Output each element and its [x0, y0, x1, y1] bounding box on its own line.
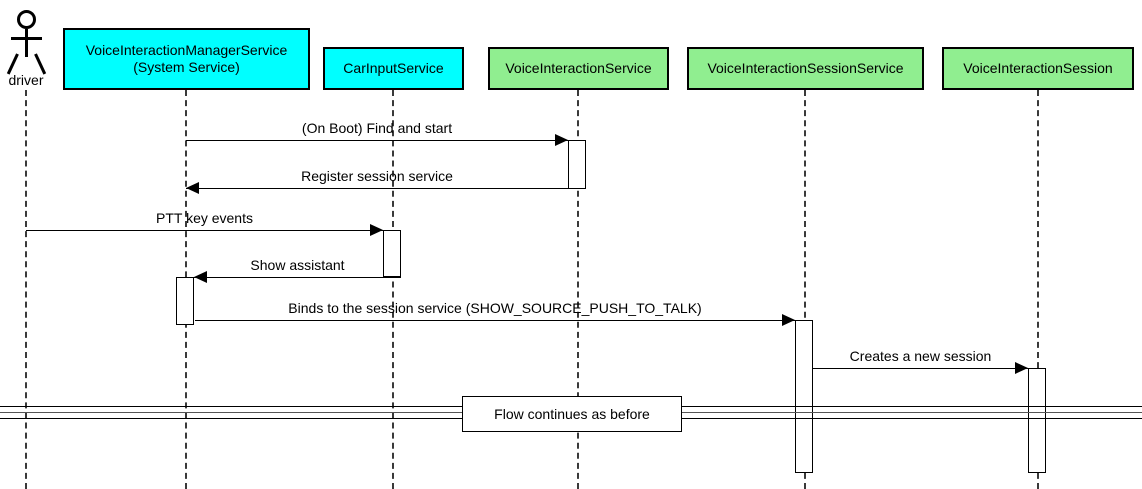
delay-note-label: Flow continues as before: [494, 406, 650, 422]
lifeline-vsess: [1037, 90, 1039, 489]
message-line-on-boot-find-and-start: [186, 140, 568, 141]
participant-carinputservice[interactable]: CarInputService: [323, 47, 464, 90]
message-line-ptt-key-events: [26, 230, 383, 231]
activation-cis: [383, 230, 401, 277]
lifeline-driver: [25, 90, 27, 489]
actor-head-icon: [17, 10, 36, 29]
message-label-ptt-key-events: PTT key events: [155, 210, 253, 226]
arrow-head-ptt-key-events: [370, 224, 383, 236]
participant-label: VoiceInteractionManagerService (System S…: [85, 42, 288, 75]
participant-label: VoiceInteractionSessionService: [707, 60, 904, 76]
activation-vis: [568, 140, 586, 189]
participant-voiceinteractionsessionservice[interactable]: VoiceInteractionSessionService: [687, 47, 924, 90]
lifeline-vis: [577, 90, 579, 489]
message-line-show-assistant: [194, 277, 401, 278]
participant-voiceinteractionservice[interactable]: VoiceInteractionService: [488, 47, 669, 90]
delay-note-box: Flow continues as before: [462, 396, 682, 432]
activation-viss: [795, 320, 813, 473]
participant-label: VoiceInteractionSession: [963, 60, 1113, 76]
message-line-creates-a-new-session: [813, 368, 1028, 369]
message-label-on-boot-find-and-start: (On Boot) Find and start: [301, 120, 453, 136]
arrow-head-on-boot-find-and-start: [555, 134, 568, 146]
activation-vims: [176, 277, 194, 325]
participant-label: CarInputService: [343, 60, 444, 76]
message-label-register-session-service: Register session service: [301, 168, 453, 184]
actor-body-icon: [25, 29, 28, 57]
participant-voiceinteractionsession[interactable]: VoiceInteractionSession: [942, 47, 1134, 90]
arrow-head-register-session-service: [186, 182, 199, 194]
message-label-show-assistant: Show assistant: [250, 257, 345, 273]
lifeline-viss: [804, 90, 806, 489]
actor-arms-icon: [11, 37, 42, 40]
arrow-head-show-assistant: [194, 271, 207, 283]
message-label-creates-a-new-session: Creates a new session: [849, 348, 992, 364]
lifeline-cis: [392, 90, 394, 489]
participant-label: VoiceInteractionService: [505, 60, 652, 76]
participant-voiceinteractionmanagerservice[interactable]: VoiceInteractionManagerService (System S…: [63, 28, 310, 90]
activation-vsess: [1028, 368, 1046, 473]
message-label-binds-to-session-service: Binds to the session service (SHOW_SOURC…: [288, 300, 702, 316]
driver-actor-label: driver: [8, 72, 44, 88]
arrow-head-creates-a-new-session: [1015, 362, 1028, 374]
message-line-binds-to-session-service: [195, 320, 795, 321]
arrow-head-binds-to-session-service: [782, 314, 795, 326]
message-line-register-session-service: [186, 188, 568, 189]
